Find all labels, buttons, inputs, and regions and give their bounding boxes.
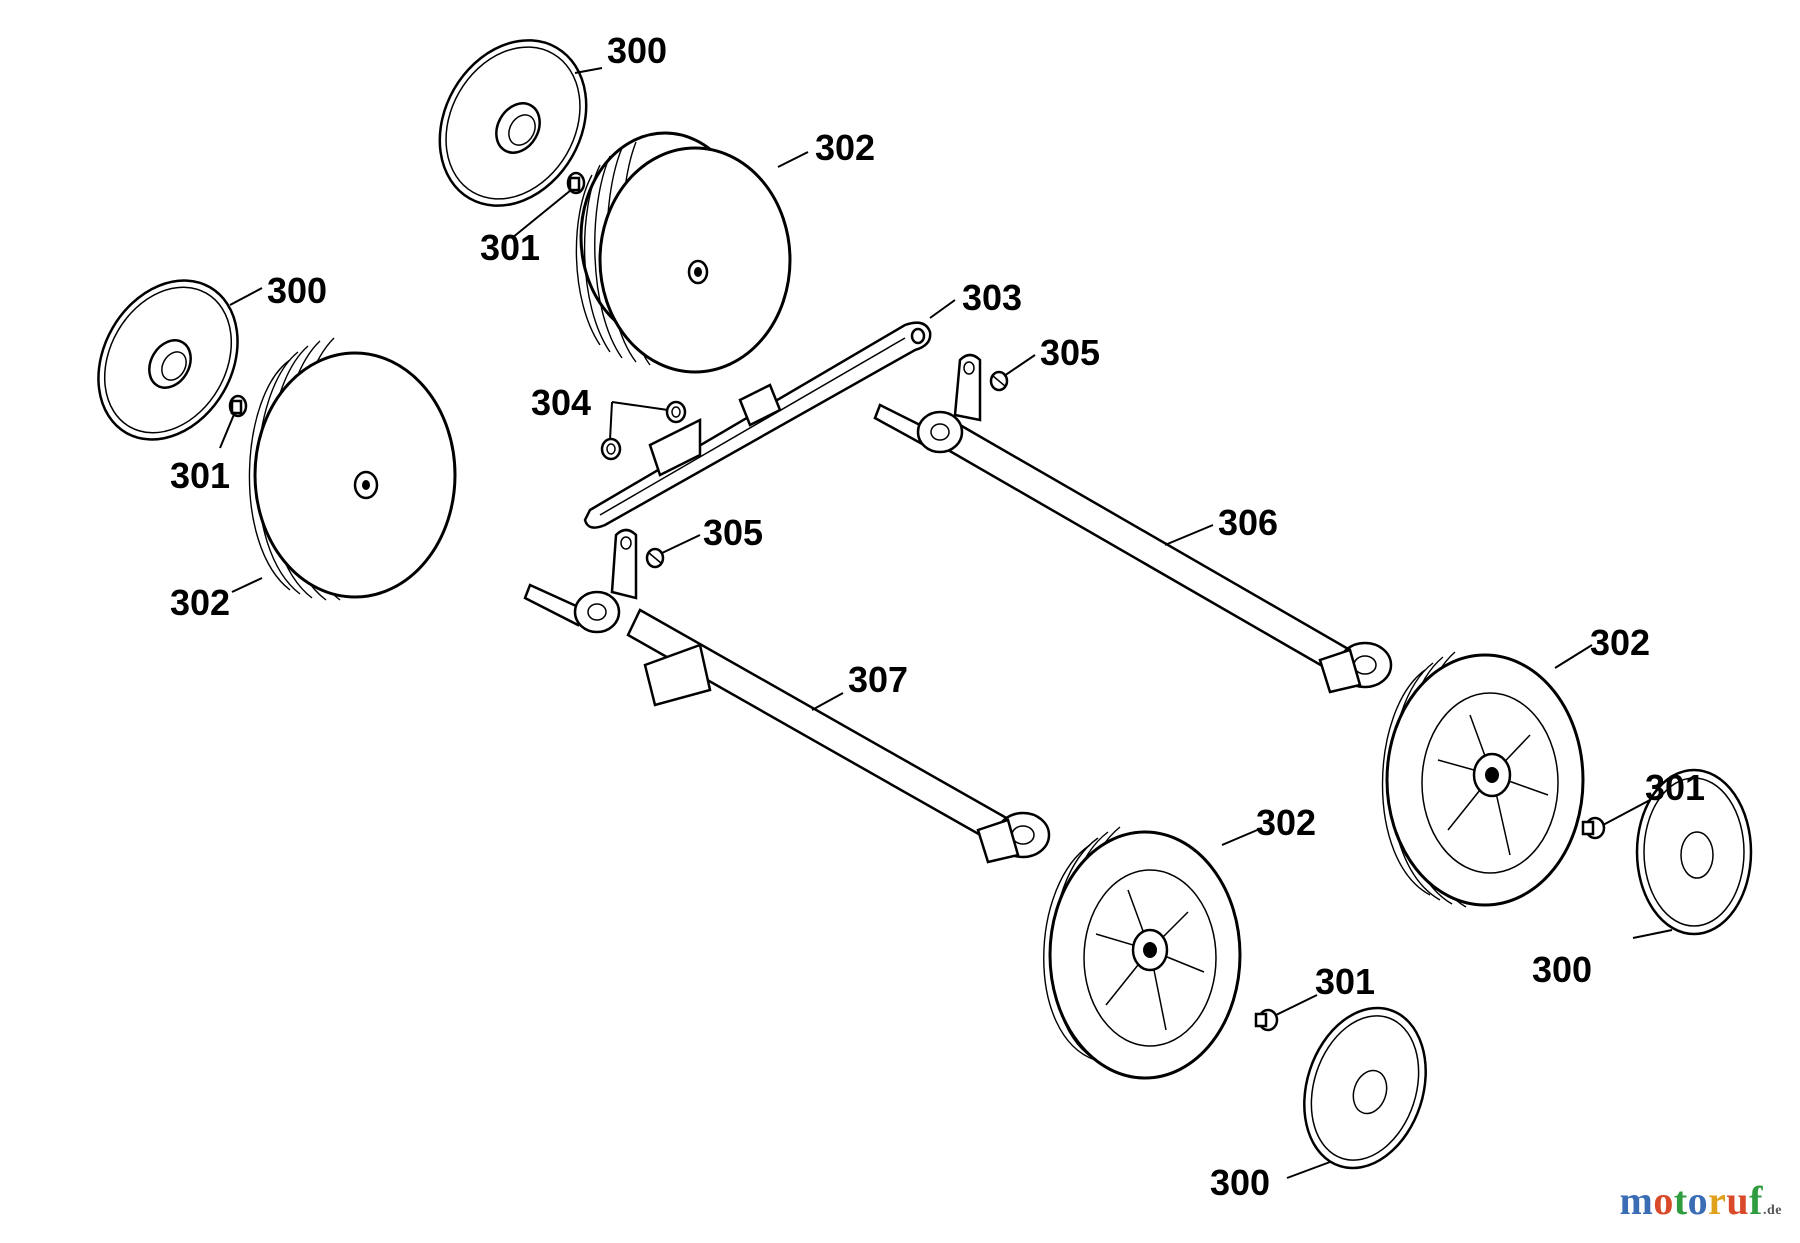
callout-302-left: 302: [170, 582, 230, 623]
watermark-letter: o: [1653, 1178, 1674, 1223]
watermark-suffix: .de: [1763, 1203, 1782, 1218]
watermark-text: motoruf: [1620, 1178, 1764, 1223]
callout-300-top: 300: [607, 30, 667, 71]
wheel-302-bottom: [1043, 826, 1242, 1080]
callout-301-left: 301: [170, 455, 230, 496]
screw-301-bottom: [1254, 1008, 1279, 1032]
screw-301-left: [228, 394, 248, 418]
nut-304-b: [600, 437, 622, 461]
hubcap-300-left: [97, 279, 239, 441]
callout-302-top: 302: [815, 127, 875, 168]
screw-301-right: [1581, 816, 1606, 840]
screw-301-top: [566, 171, 586, 195]
callout-304: 304: [531, 382, 591, 423]
callout-307: 307: [848, 659, 908, 700]
callout-305-right: 305: [1040, 332, 1100, 373]
nut-304-a: [665, 400, 687, 424]
wheel-302-top: [575, 131, 792, 374]
watermark-letter: f: [1749, 1178, 1763, 1223]
axle-306: [873, 353, 1393, 694]
callout-301-right: 301: [1645, 767, 1705, 808]
clip-305-left: [645, 547, 665, 569]
leader-lines: [219, 67, 1673, 1179]
watermark-letter: m: [1619, 1178, 1654, 1223]
hubcap-300-bottom: [1303, 1006, 1427, 1170]
bracket-303: [583, 321, 932, 529]
callout-300-right: 300: [1532, 949, 1592, 990]
callout-301-bottom: 301: [1315, 961, 1375, 1002]
watermark-letter: o: [1687, 1178, 1709, 1223]
watermark-letter: t: [1673, 1178, 1688, 1223]
callout-305-left: 305: [703, 512, 763, 553]
callout-301-top: 301: [480, 227, 540, 268]
axle-307: [523, 528, 1051, 864]
callout-300-left: 300: [267, 270, 327, 311]
watermark-letter: u: [1726, 1178, 1750, 1223]
callout-300-bottom: 300: [1210, 1162, 1270, 1203]
callouts: 300 302 301 300 301 302 303 305 304 305 …: [170, 30, 1705, 1203]
hubcap-300-top: [438, 39, 588, 207]
callout-306: 306: [1218, 502, 1278, 543]
watermark-letter: r: [1708, 1178, 1727, 1223]
clip-305-right: [989, 370, 1009, 392]
wheel-302-left: [248, 337, 457, 601]
hubcap-300-right: [1635, 768, 1753, 936]
callout-302-bottom: 302: [1256, 802, 1316, 843]
wheel-302-right: [1381, 651, 1585, 908]
watermark-logo: motoruf.de: [1620, 1177, 1783, 1224]
callout-302-right: 302: [1590, 622, 1650, 663]
callout-303: 303: [962, 277, 1022, 318]
